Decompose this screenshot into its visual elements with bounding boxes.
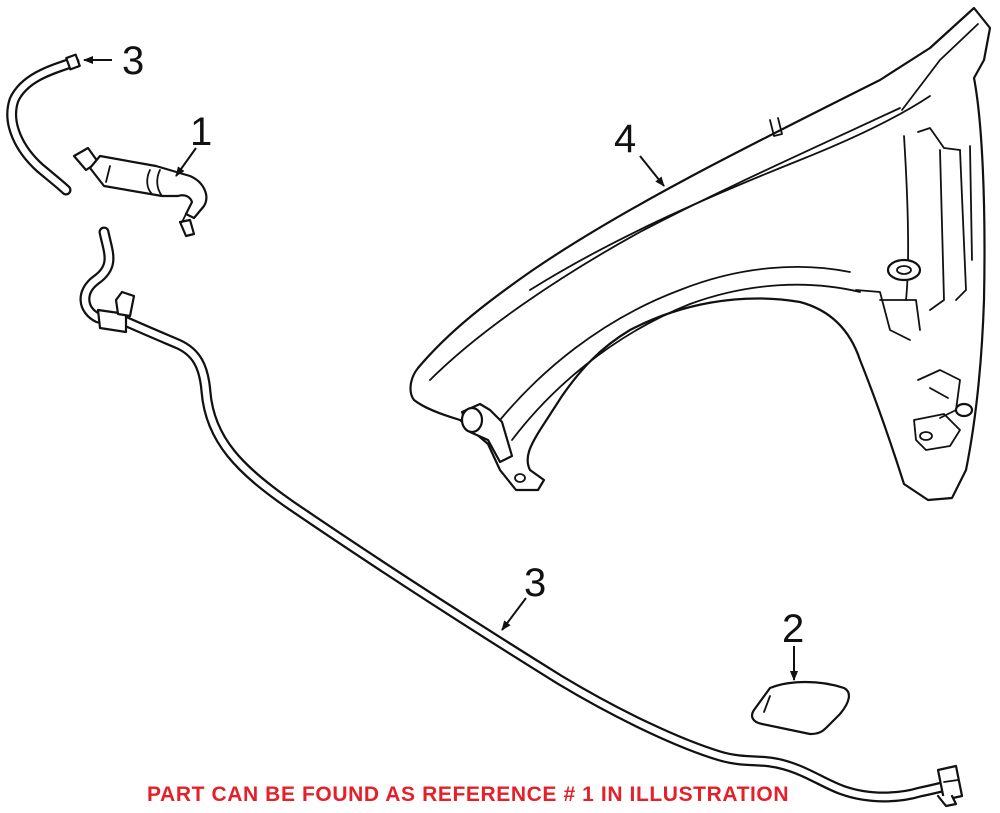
reference-notice: PART CAN BE FOUND AS REFERENCE # 1 IN IL… [147,783,790,806]
callout-cap: 2 [782,607,804,651]
callout-nozzle: 1 [190,110,212,154]
washer-reservoir [409,6,992,502]
callout-hose-top: 3 [122,39,144,83]
short-hose [6,53,81,196]
leader-reservoir [639,155,665,187]
leader-nozzle [175,147,197,177]
washer-nozzle [72,146,208,238]
nozzle-cap [751,680,850,736]
main-hose [79,226,964,808]
callout-hose-main: 3 [524,561,546,605]
callout-reservoir: 4 [614,117,636,161]
leader-hose-main [501,597,527,631]
